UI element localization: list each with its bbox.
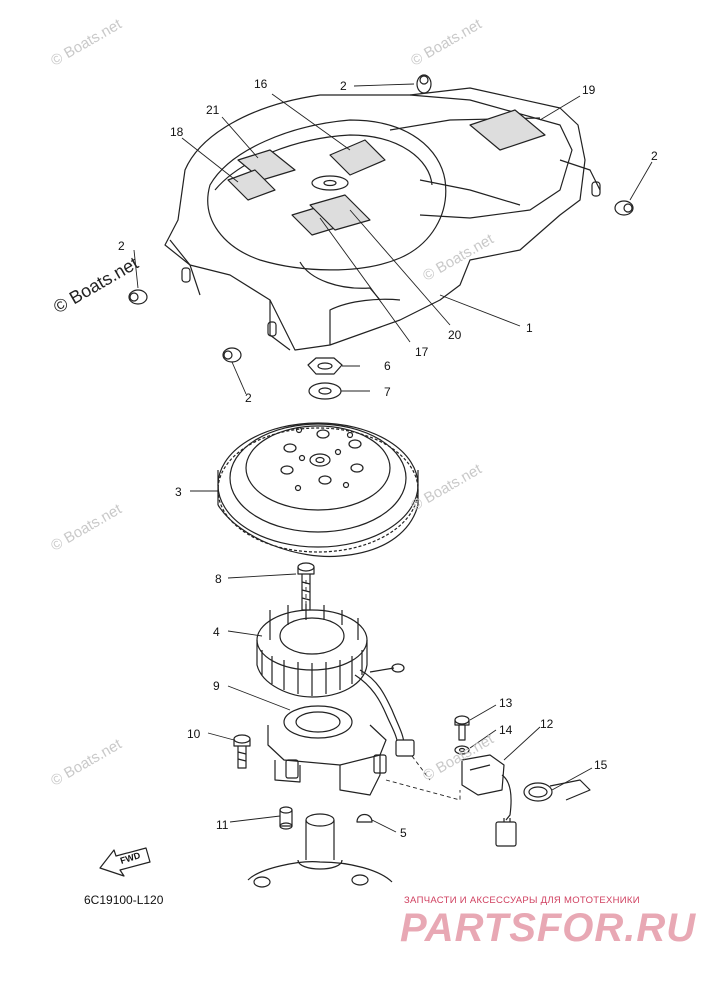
callout-11: 11	[216, 818, 229, 832]
leader-lines	[133, 83, 653, 833]
callout-14: 14	[499, 723, 513, 737]
pulser-base	[267, 705, 387, 796]
nut	[307, 357, 343, 375]
shop-tagline: ЗАПЧАСТИ И АКСЕССУАРЫ ДЛЯ МОТОТЕХНИКИ	[404, 895, 640, 906]
callout-20: 20	[448, 328, 462, 342]
fwd-arrow-icon	[99, 847, 151, 877]
callout-21: 21	[206, 103, 220, 117]
callout-15: 15	[594, 758, 608, 772]
callout-19: 19	[582, 83, 596, 97]
diagram-reference-code: 6C19100-L120	[84, 893, 164, 907]
flywheel-cover	[164, 87, 601, 351]
washer-14	[454, 745, 470, 755]
cover-decal-16	[329, 139, 386, 176]
shop-logo: PARTSFOR.RU	[400, 906, 697, 950]
cover-decal-19	[469, 109, 546, 151]
cover-decal-20	[309, 194, 371, 231]
grommet-left	[128, 289, 148, 305]
base-bolt	[233, 734, 251, 769]
cover-decal-18	[227, 169, 276, 201]
screw-13	[454, 715, 470, 741]
dowel-pin	[279, 806, 293, 830]
callout-12: 12	[540, 717, 554, 731]
callout-10: 10	[187, 727, 201, 741]
crankshaft-end	[247, 813, 393, 888]
grommet-lower	[222, 347, 242, 363]
flywheel	[217, 422, 419, 558]
callout-5: 5	[400, 826, 407, 840]
callout-2-right: 2	[651, 149, 658, 163]
wire-clamp	[523, 779, 591, 802]
callout-17: 17	[415, 345, 429, 359]
pulser-coil	[461, 754, 517, 847]
callout-8: 8	[215, 572, 222, 586]
callout-2-left: 2	[118, 239, 125, 253]
callout-13: 13	[499, 696, 513, 710]
washer	[308, 382, 342, 400]
grommet-top	[416, 74, 432, 94]
stator-bolt	[297, 562, 315, 611]
callout-18: 18	[170, 125, 184, 139]
callout-2-lower: 2	[245, 391, 252, 405]
callout-7: 7	[384, 385, 391, 399]
callout-2-top: 2	[340, 79, 347, 93]
callout-1: 1	[526, 321, 533, 335]
callout-4: 4	[213, 625, 220, 639]
callout-16: 16	[254, 77, 268, 91]
callout-9: 9	[213, 679, 220, 693]
assembly-lines	[305, 580, 461, 801]
woodruff-key	[356, 813, 373, 823]
callout-6: 6	[384, 359, 391, 373]
grommet-right	[614, 200, 634, 216]
callout-3: 3	[175, 485, 182, 499]
